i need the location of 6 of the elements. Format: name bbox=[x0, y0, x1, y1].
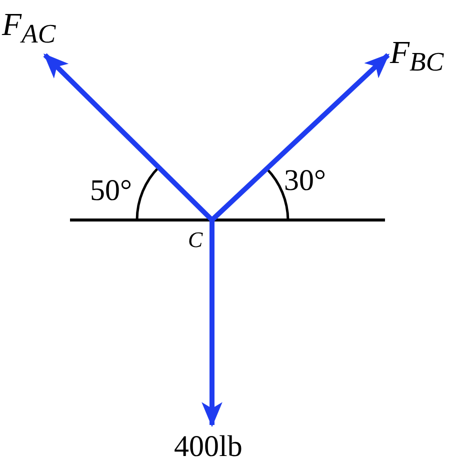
force-label: 400lb bbox=[174, 432, 242, 462]
force-label: F$_{BC}$ bbox=[390, 36, 444, 76]
angle-label: 50° bbox=[90, 176, 132, 206]
angle-label: 30° bbox=[284, 166, 326, 196]
point-label: C bbox=[188, 229, 203, 251]
force-label: F$_{AC}$ bbox=[2, 8, 56, 48]
